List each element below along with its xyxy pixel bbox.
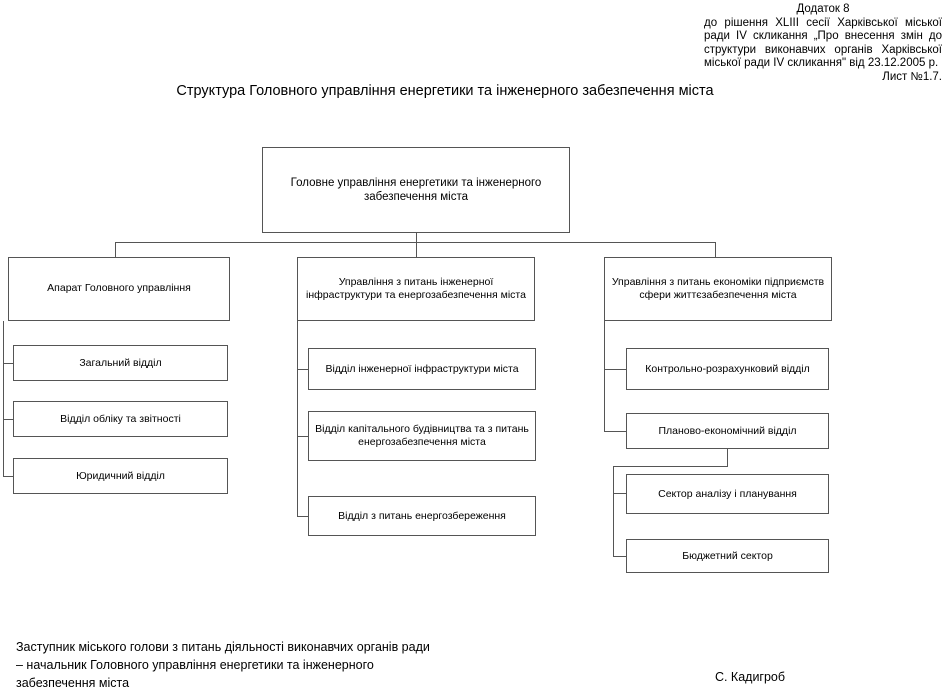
connector-subbranch-stem xyxy=(727,449,728,466)
node-left-child-0: Загальний відділ xyxy=(13,345,228,381)
footer-position-title: Заступник міського голови з питань діяль… xyxy=(16,640,430,688)
node-middle-child-0: Відділ інженерної інфраструктури міста xyxy=(308,348,536,390)
connector-bus-to-middle xyxy=(416,242,417,257)
node-right-grandchild-1: Бюджетний сектор xyxy=(626,539,829,573)
appendix-sheet-number: Лист №1.7. xyxy=(882,70,942,83)
connector-right-stub-1 xyxy=(604,369,626,370)
node-root: Головне управління енергетики та інженер… xyxy=(262,147,570,233)
connector-root-stem xyxy=(416,233,417,242)
node-right-child-1: Планово-економічний відділ xyxy=(626,413,829,449)
connector-subbranch-spine xyxy=(613,466,614,556)
connector-right-stub-2 xyxy=(604,431,626,432)
node-left-child-2: Юридичний відділ xyxy=(13,458,228,494)
connector-left-stub-3 xyxy=(3,476,13,477)
node-right-grandchild-0: Сектор аналізу і планування xyxy=(626,474,829,514)
node-right-child-0: Контрольно-розрахунковий відділ xyxy=(626,348,829,390)
page-title: Структура Головного управління енергетик… xyxy=(176,83,714,99)
connector-subbranch-stub-2 xyxy=(613,556,626,557)
connector-subbranch-stub-1 xyxy=(613,493,626,494)
node-branch-middle: Управління з питань інженерної інфрастру… xyxy=(297,257,535,321)
node-middle-child-2: Відділ з питань енергозбереження xyxy=(308,496,536,536)
connector-left-spine xyxy=(3,321,4,476)
connector-level1-bus xyxy=(115,242,716,243)
connector-subbranch-crossbar xyxy=(613,466,728,467)
connector-middle-stub-3 xyxy=(297,516,308,517)
appendix-body-text: до рішення XLIII сесії Харківської міськ… xyxy=(704,16,942,70)
connector-left-stub-1 xyxy=(3,363,13,364)
connector-middle-spine xyxy=(297,321,298,516)
appendix-header: Додаток 8 до рішення XLIII сесії Харківс… xyxy=(704,3,942,84)
connector-bus-to-left xyxy=(115,242,116,257)
node-branch-right: Управління з питань економіки підприємст… xyxy=(604,257,832,321)
node-branch-left: Апарат Головного управління xyxy=(8,257,230,321)
footer-signature: С. Кадигроб xyxy=(714,670,786,684)
appendix-title: Додаток 8 xyxy=(796,3,850,15)
connector-left-stub-2 xyxy=(3,419,13,420)
node-left-child-1: Відділ обліку та звітності xyxy=(13,401,228,437)
node-middle-child-1: Відділ капітального будівництва та з пит… xyxy=(308,411,536,461)
connector-right-spine xyxy=(604,321,605,431)
connector-middle-stub-2 xyxy=(297,436,308,437)
connector-middle-stub-1 xyxy=(297,369,308,370)
connector-bus-to-right xyxy=(715,242,716,257)
